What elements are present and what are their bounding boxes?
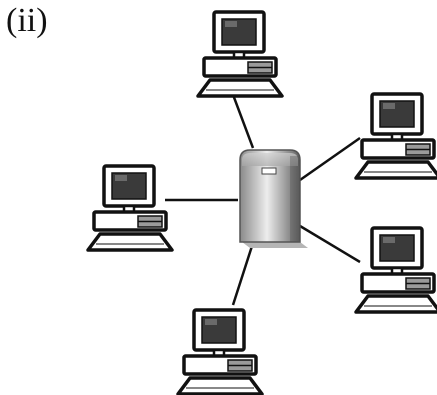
link-server-pc-upper-right bbox=[299, 136, 361, 182]
links-group bbox=[165, 91, 361, 306]
link-server-pc-lower-right bbox=[299, 224, 361, 264]
desktop-computer-icon bbox=[196, 10, 284, 98]
desktop-computer-icon bbox=[86, 164, 174, 252]
link-server-pc-bottom bbox=[231, 245, 254, 306]
server-tower-icon bbox=[239, 149, 308, 248]
desktop-computer-icon bbox=[354, 92, 437, 180]
desktop-computer-icon bbox=[354, 226, 437, 314]
link-server-pc-top bbox=[230, 91, 255, 149]
panel-label: (ii) bbox=[6, 2, 48, 39]
desktop-computer-icon bbox=[176, 308, 264, 395]
